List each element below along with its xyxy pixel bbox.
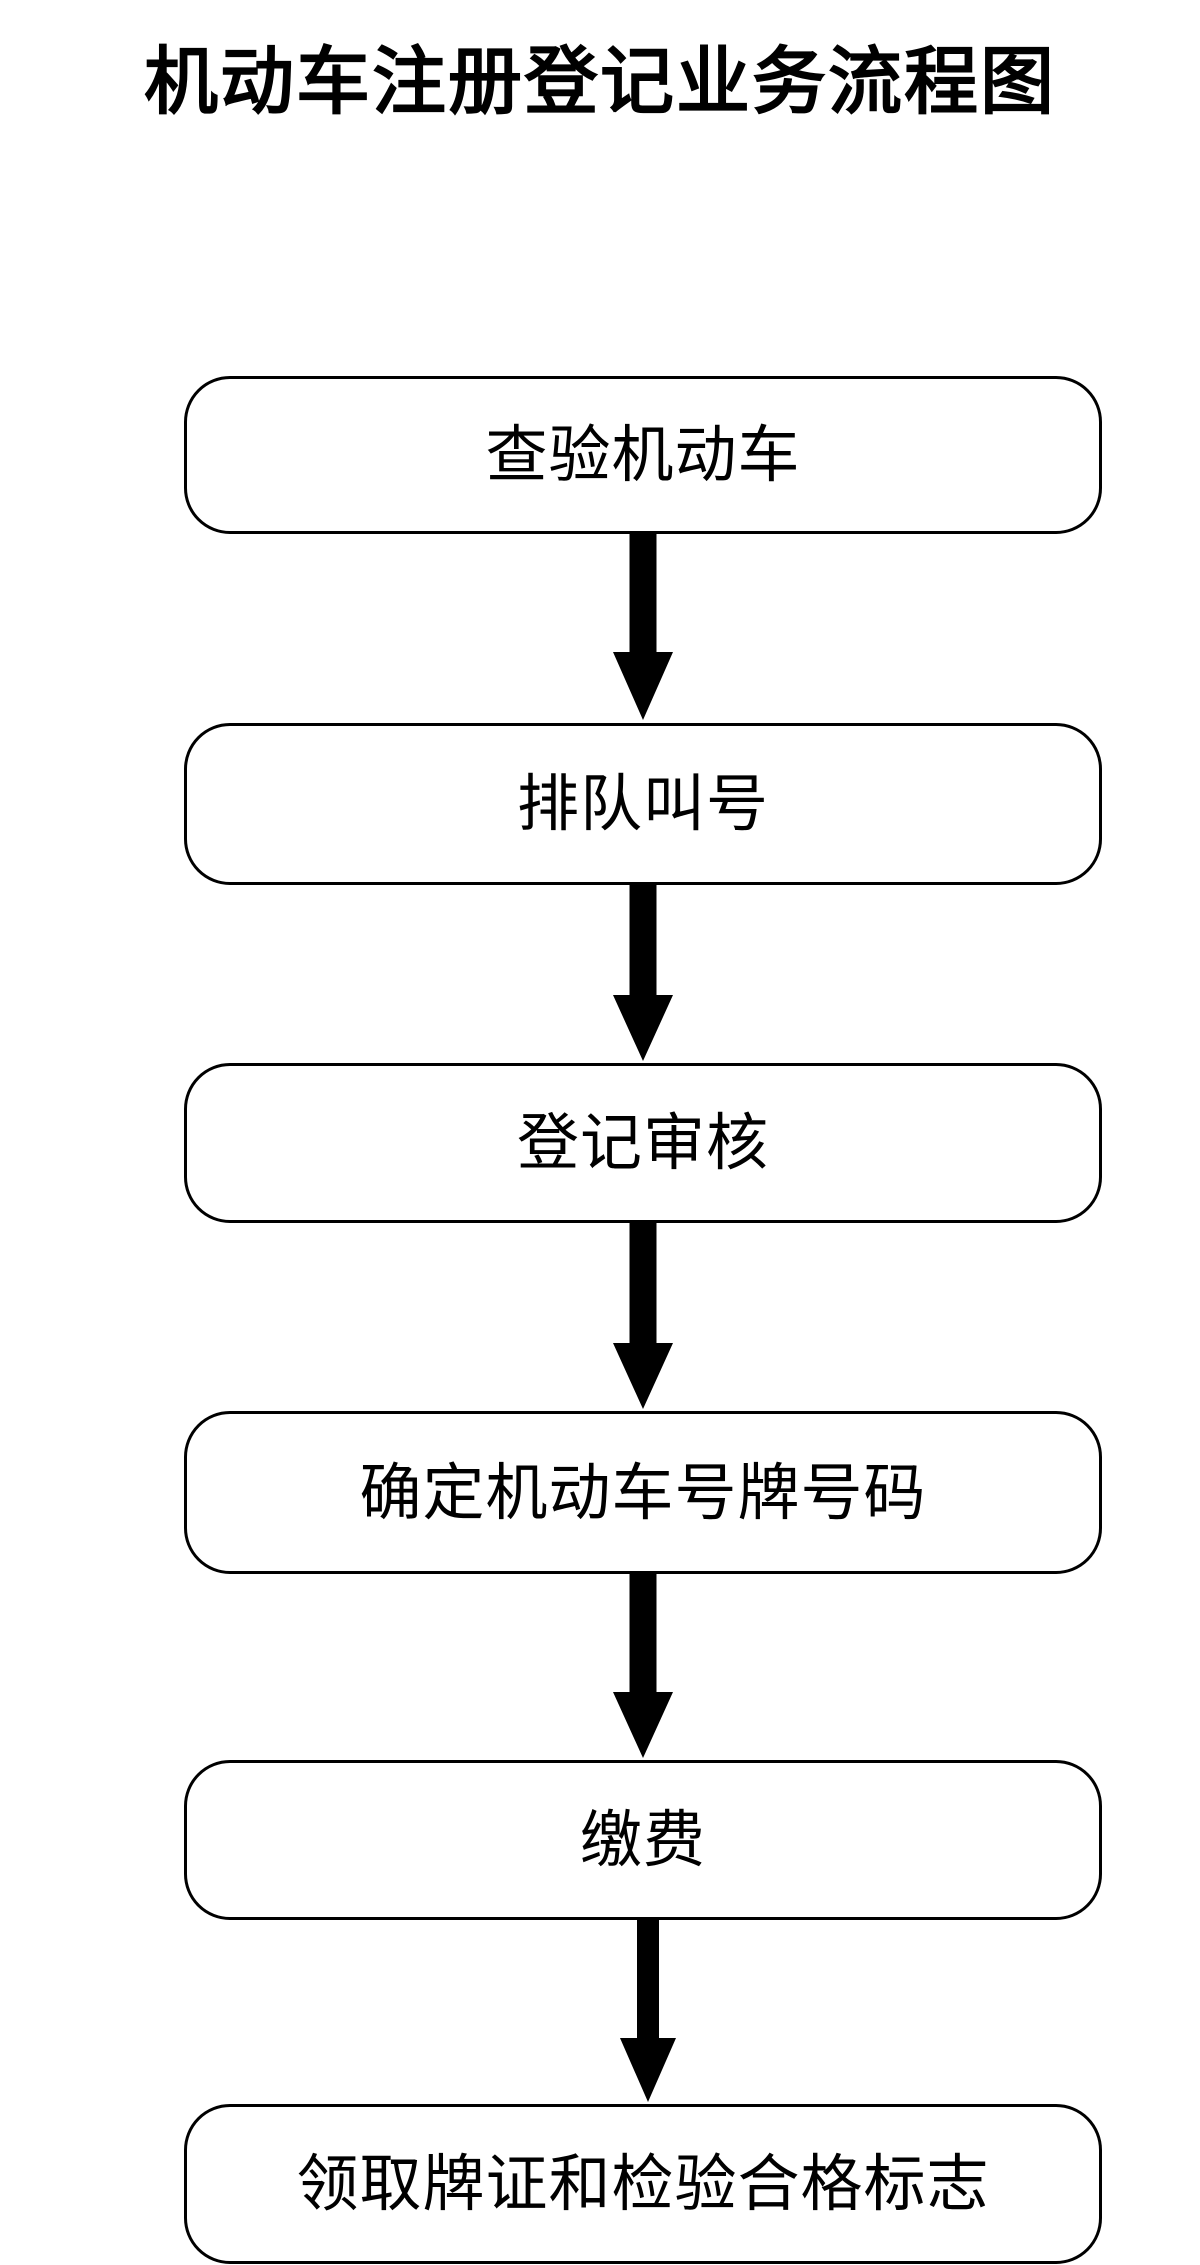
flow-node-label: 领取牌证和检验合格标志 [296, 2147, 990, 2220]
flow-node-label: 查验机动车 [485, 418, 801, 491]
flow-node-step-3[interactable]: 登记审核 [184, 1063, 1102, 1223]
flow-node-step-5[interactable]: 缴费 [184, 1760, 1102, 1920]
down-arrow-icon [611, 1223, 675, 1409]
down-arrow-icon [611, 885, 675, 1061]
flow-node-step-4[interactable]: 确定机动车号牌号码 [184, 1411, 1102, 1574]
flow-node-label: 排队叫号 [516, 767, 769, 840]
flow-node-label: 确定机动车号牌号码 [359, 1455, 927, 1529]
down-arrow-icon [611, 534, 675, 720]
flow-node-step-2[interactable]: 排队叫号 [184, 723, 1102, 885]
flow-node-step-6[interactable]: 领取牌证和检验合格标志 [184, 2104, 1102, 2264]
flow-node-label: 登记审核 [516, 1106, 769, 1179]
down-arrow-icon [611, 1574, 675, 1758]
flow-node-label: 缴费 [579, 1803, 706, 1876]
page-title: 机动车注册登记业务流程图 [144, 39, 1056, 125]
down-arrow-icon [616, 1920, 680, 2102]
flow-node-step-1[interactable]: 查验机动车 [184, 376, 1102, 534]
